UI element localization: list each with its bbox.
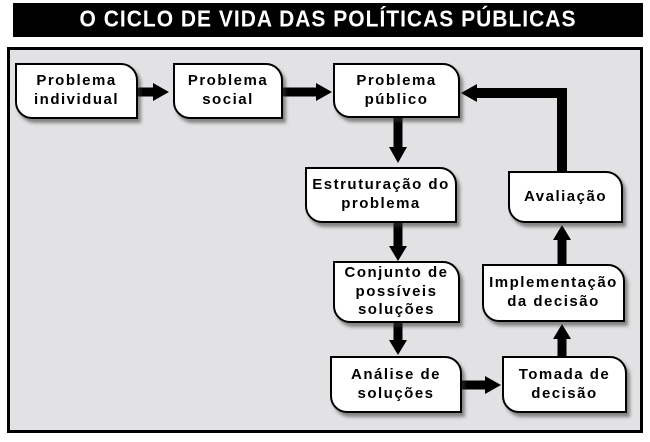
node-label: Implementação da decisão [489,274,618,310]
node-tomada-de-decisao: Tomada de decisão [502,356,627,413]
node-label: Estruturação do problema [312,176,450,212]
node-label: Tomada de decisão [518,365,611,402]
node-estruturacao-do-problema: Estruturação do problema [305,167,457,223]
node-avaliacao: Avaliação [508,171,623,223]
node-label: Avaliação [524,187,607,205]
node-label: Problema individual [33,72,119,108]
node-analise-de-solucoes: Análise de soluções [330,356,462,413]
node-conjunto-de-possiveis-solucoes: Conjunto de possíveis soluções [333,261,460,323]
node-problema-social: Problema social [173,63,283,119]
node-implementacao-da-decisao: Implementação da decisão [482,264,625,322]
node-label: Problema público [356,71,437,108]
node-label: Problema social [187,72,269,108]
node-problema-publico: Problema público [333,63,460,118]
node-problema-individual: Problema individual [15,63,138,119]
node-label: Conjunto de possíveis soluções [344,263,449,319]
title-bar: O CICLO DE VIDA DAS POLÍTICAS PÚBLICAS [13,3,643,37]
page-title: O CICLO DE VIDA DAS POLÍTICAS PÚBLICAS [79,6,577,33]
node-label: Análise de soluções [350,365,442,402]
